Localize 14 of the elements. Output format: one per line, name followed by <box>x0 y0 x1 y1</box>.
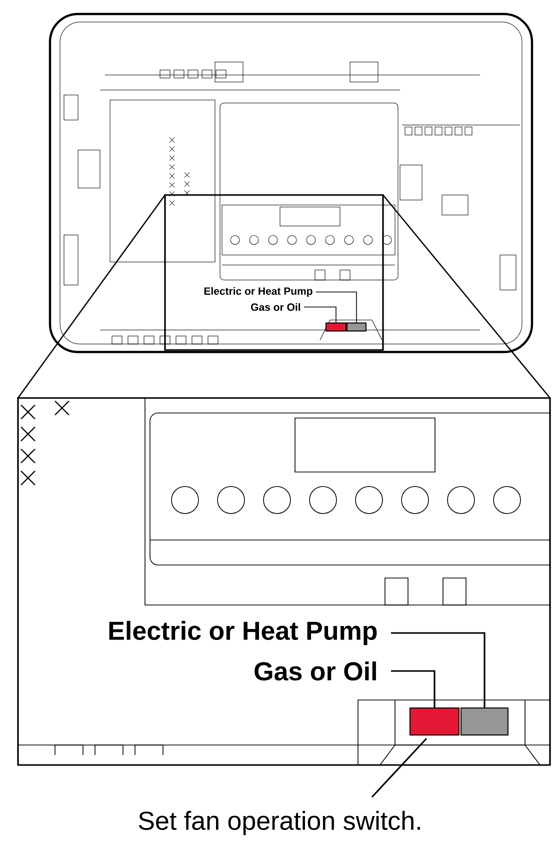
leader-line <box>391 632 486 708</box>
switch-segment <box>326 322 346 332</box>
leader-line <box>391 670 436 708</box>
leader-line <box>304 306 336 323</box>
switch-segment <box>460 708 508 736</box>
switch-label: Gas or Oil <box>254 661 376 681</box>
caption: Set fan operation switch. <box>138 810 420 836</box>
switch-label: Electric or Heat Pump <box>109 620 377 646</box>
switch-label: Gas or Oil <box>251 303 300 311</box>
switch-segment <box>346 322 366 332</box>
switch-label: Electric or Heat Pump <box>204 287 312 297</box>
leader-line <box>371 738 428 798</box>
leader-line <box>316 292 357 323</box>
switch-segment <box>410 708 460 736</box>
